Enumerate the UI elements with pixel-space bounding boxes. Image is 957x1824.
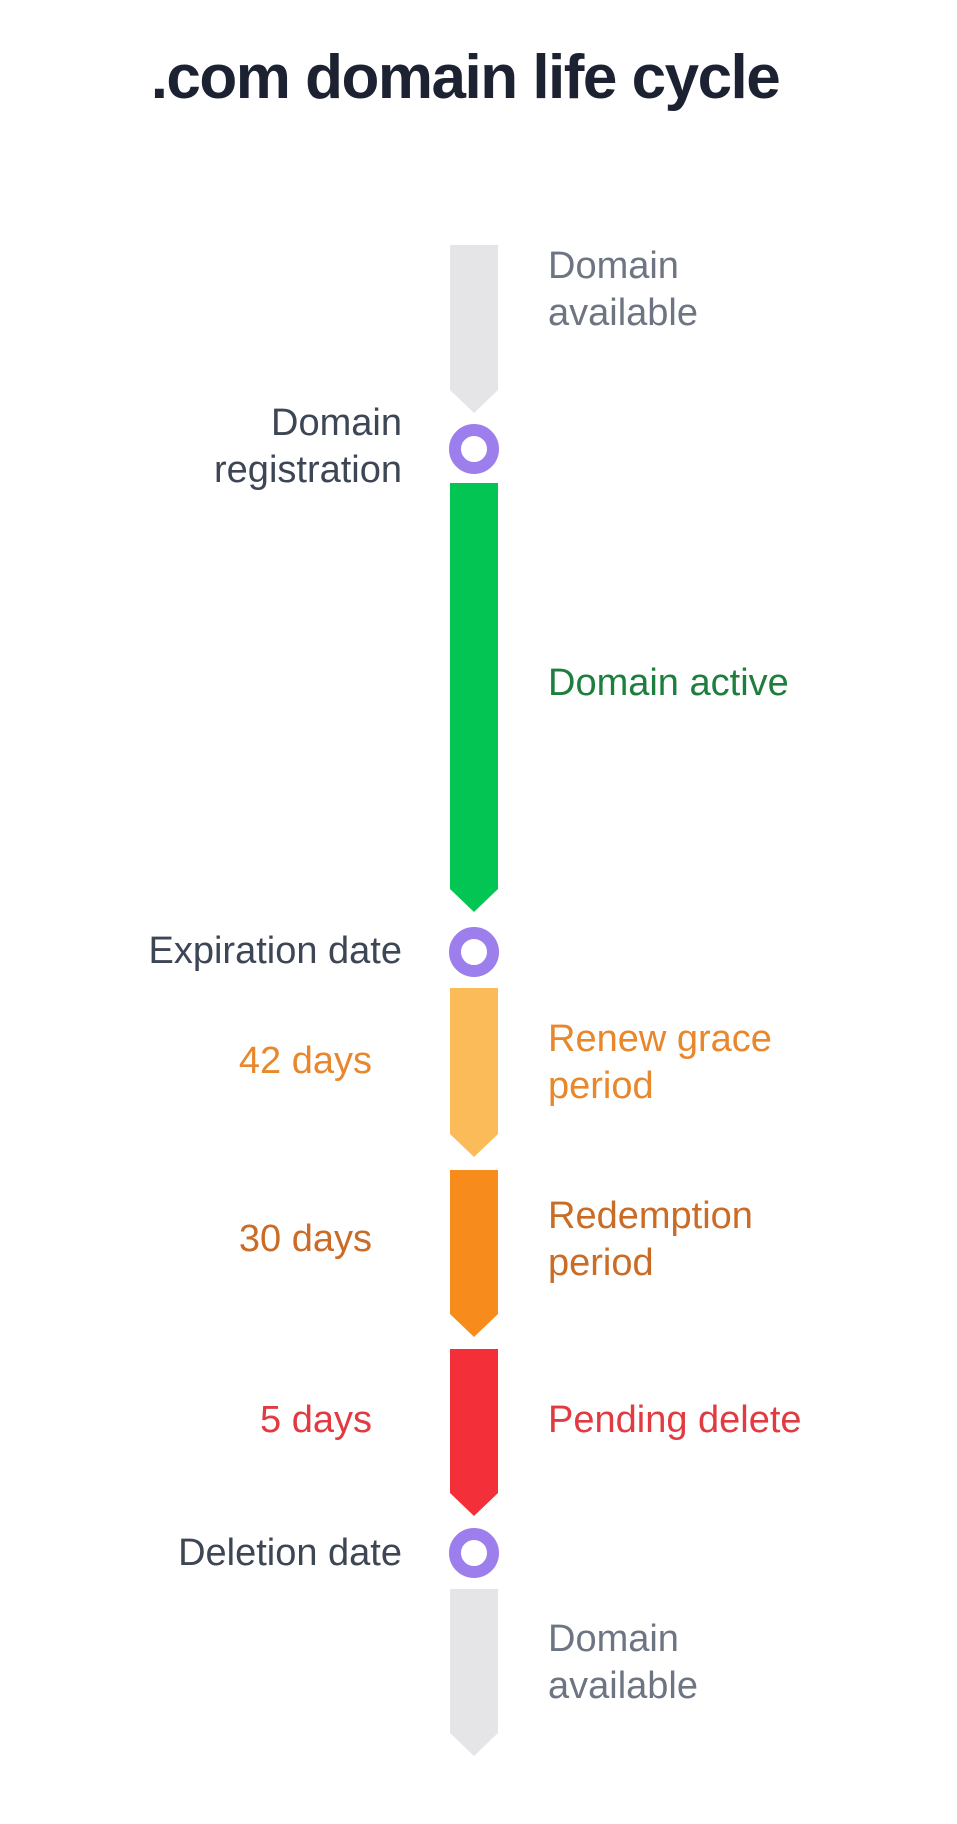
phase-label-domain-available-top: Domain available [548,245,698,334]
duration-redemption-period: 30 days [238,1218,372,1260]
phase-bar-domain-available-top [450,245,498,413]
milestone-label-registration: Domain registration [214,402,402,491]
phase-label-pending-delete: Pending delete [548,1399,802,1441]
phase-bar-renew-grace-period [450,988,498,1157]
phase-bar-pending-delete [450,1349,498,1516]
phase-bar-domain-active [450,483,498,912]
duration-pending-delete: 5 days [260,1399,372,1441]
milestone-ring-expiration-icon [449,927,499,977]
milestone-label-deletion: Deletion date [178,1532,402,1574]
phase-label-redemption-period: Redemption period [548,1195,753,1284]
phase-label-domain-active: Domain active [548,662,789,704]
milestone-ring-deletion-icon [449,1528,499,1578]
phase-label-domain-available-bottom: Domain available [548,1618,698,1707]
duration-renew-grace-period: 42 days [238,1040,372,1082]
milestone-ring-registration-icon [449,424,499,474]
phase-bar-redemption-period [450,1170,498,1337]
page-title: .com domain life cycle [150,43,781,112]
phase-label-renew-grace-period: Renew grace period [548,1018,772,1107]
milestone-label-expiration: Expiration date [148,930,403,972]
phase-bar-domain-available-bottom [450,1589,498,1756]
